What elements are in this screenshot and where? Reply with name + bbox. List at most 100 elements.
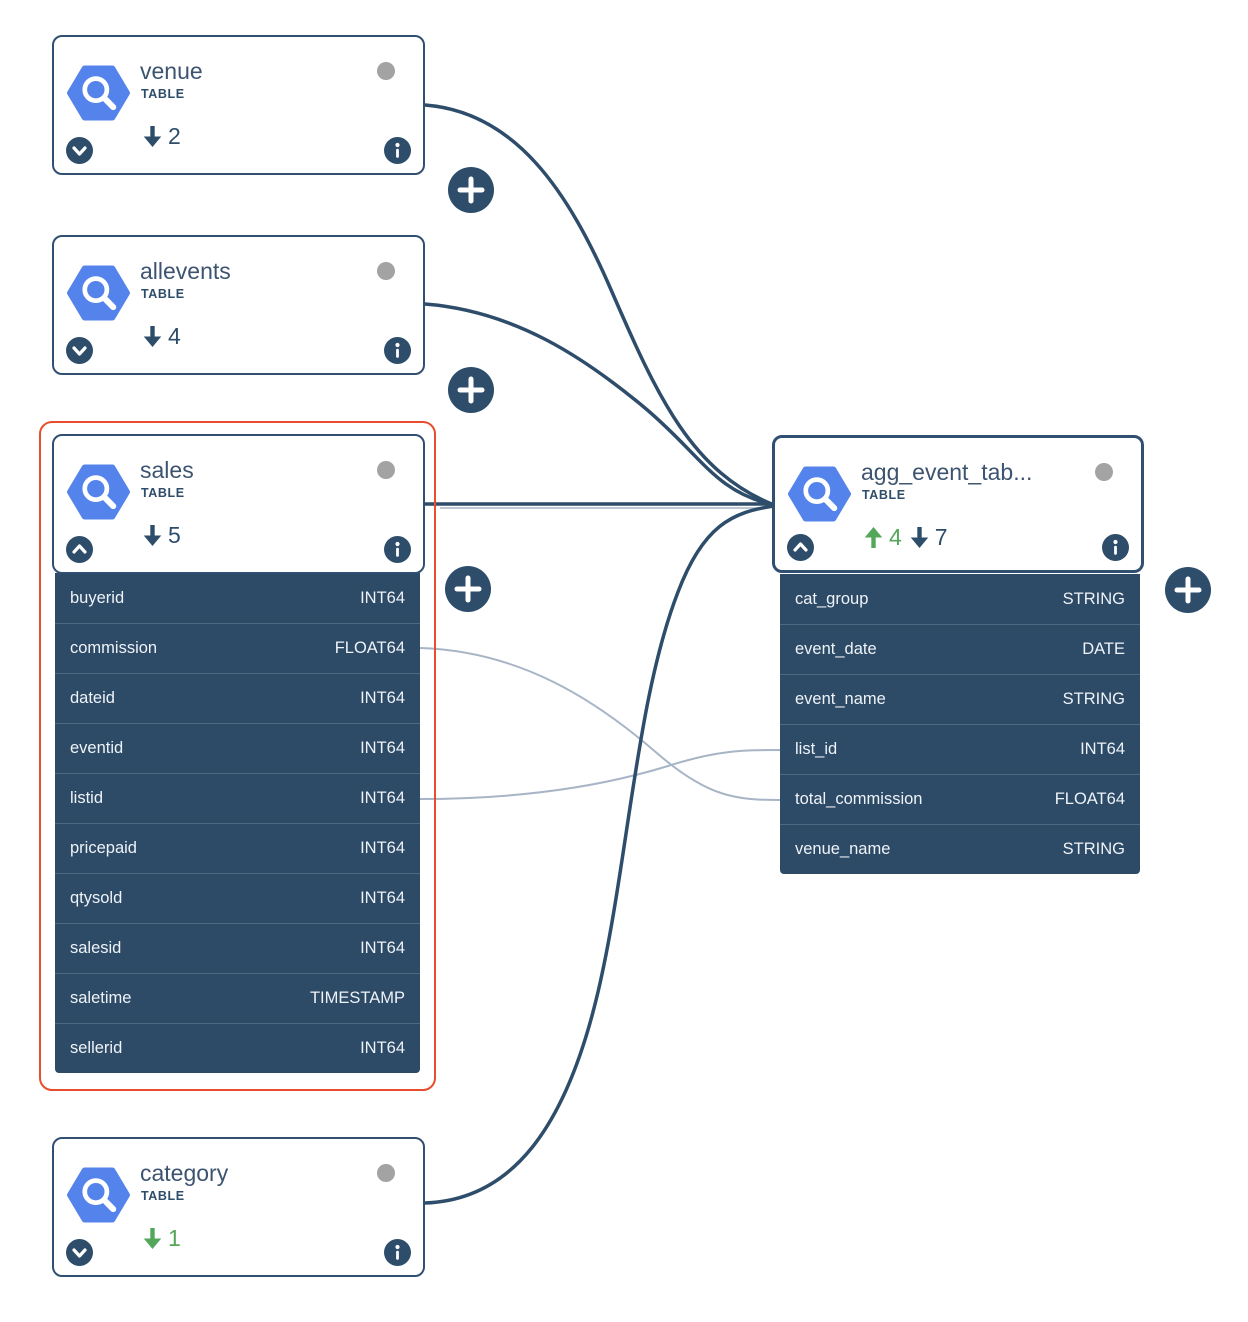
node-allevents[interactable]: allevents TABLE 4 [52, 235, 425, 375]
column-type: INT64 [1080, 740, 1125, 758]
column-type: INT64 [360, 689, 405, 707]
node-title: category [140, 1160, 229, 1186]
node-title: agg_event_tab... [861, 459, 1033, 485]
column-type: STRING [1062, 840, 1125, 858]
status-dot [377, 461, 395, 479]
expand-graph-button[interactable] [448, 367, 494, 413]
info-icon [395, 342, 400, 358]
column-name: listid [70, 789, 104, 807]
column-row[interactable]: salesid INT64 [55, 923, 420, 973]
upstream-count-badge: 4 [863, 524, 902, 551]
info-icon [395, 142, 400, 158]
edge-column-listid-to-list-id[interactable] [419, 749, 781, 800]
selected-node-outline [39, 421, 436, 1091]
node-type-label: TABLE [862, 488, 906, 502]
column-row[interactable]: pricepaid INT64 [55, 823, 420, 873]
node-title: allevents [140, 258, 231, 284]
column-name: salesid [70, 939, 122, 957]
info-icon [395, 541, 400, 557]
expand-graph-button[interactable] [448, 167, 494, 213]
downstream-count: 4 [168, 323, 181, 349]
column-type: INT64 [360, 889, 405, 907]
chevron-down-icon [72, 346, 87, 356]
column-row[interactable]: dateid INT64 [55, 673, 420, 723]
expand-node-button[interactable] [66, 337, 93, 364]
bigquery-icon [67, 65, 130, 121]
arrow-down-icon [143, 126, 162, 147]
expand-node-button[interactable] [66, 1239, 93, 1266]
arrow-up-icon [864, 527, 883, 548]
node-info-button[interactable] [384, 1239, 411, 1266]
status-dot [1095, 463, 1113, 481]
column-row[interactable]: list_id INT64 [780, 724, 1140, 774]
column-row[interactable]: commission FLOAT64 [55, 623, 420, 673]
expand-node-button[interactable] [66, 137, 93, 164]
column-name: dateid [70, 689, 115, 707]
node-type-label: TABLE [141, 287, 185, 301]
column-type: DATE [1082, 640, 1125, 658]
column-type: TIMESTAMP [309, 989, 405, 1007]
collapse-node-button[interactable] [787, 534, 814, 561]
node-sales[interactable]: sales TABLE 5 [52, 434, 425, 574]
column-name: commission [70, 639, 158, 657]
downstream-count-badge: 7 [909, 524, 948, 551]
column-type: INT64 [360, 839, 405, 857]
edge-column-commission-to-total-commission[interactable] [419, 647, 781, 801]
arrow-down-icon [143, 326, 162, 347]
downstream-count: 1 [168, 1225, 181, 1251]
expand-graph-button[interactable] [1165, 567, 1211, 613]
node-agg-event-table[interactable]: agg_event_tab... TABLE 4 7 [772, 435, 1144, 573]
column-name: saletime [70, 989, 132, 1007]
node-info-button[interactable] [384, 536, 411, 563]
node-venue[interactable]: venue TABLE 2 [52, 35, 425, 175]
downstream-count-badge: 1 [142, 1225, 181, 1252]
collapse-node-button[interactable] [66, 536, 93, 563]
node-type-label: TABLE [141, 486, 185, 500]
expand-graph-button[interactable] [445, 566, 491, 612]
node-info-button[interactable] [384, 137, 411, 164]
info-icon [395, 1244, 400, 1260]
node-title: sales [140, 457, 194, 483]
column-type: INT64 [360, 588, 405, 607]
chevron-down-icon [72, 146, 87, 156]
column-name: venue_name [795, 840, 891, 858]
info-icon [1113, 539, 1118, 555]
column-row[interactable]: venue_name STRING [780, 824, 1140, 874]
status-dot [377, 62, 395, 80]
column-name: pricepaid [70, 839, 137, 857]
edge-allevents-to-agg[interactable] [423, 302, 776, 507]
chevron-up-icon [793, 542, 808, 552]
status-dot [377, 1164, 395, 1182]
edge-venue-to-agg[interactable] [423, 103, 776, 507]
chevron-up-icon [72, 544, 87, 554]
plus-icon [457, 176, 485, 204]
column-type: FLOAT64 [334, 639, 405, 657]
downstream-count: 5 [168, 522, 181, 548]
column-row[interactable]: saletime TIMESTAMP [55, 973, 420, 1023]
downstream-count: 7 [934, 524, 948, 550]
bigquery-icon [67, 265, 130, 321]
column-name: list_id [795, 740, 838, 758]
column-type: INT64 [360, 939, 405, 957]
node-info-button[interactable] [1102, 534, 1129, 561]
node-type-label: TABLE [141, 1189, 185, 1203]
edge-category-to-agg[interactable] [423, 504, 776, 1205]
downstream-count-badge: 5 [142, 522, 181, 549]
downstream-count-badge: 4 [142, 323, 181, 350]
node-category[interactable]: category TABLE 1 [52, 1137, 425, 1277]
plus-icon [1174, 576, 1202, 604]
arrow-down-icon [910, 527, 929, 548]
node-info-button[interactable] [384, 337, 411, 364]
